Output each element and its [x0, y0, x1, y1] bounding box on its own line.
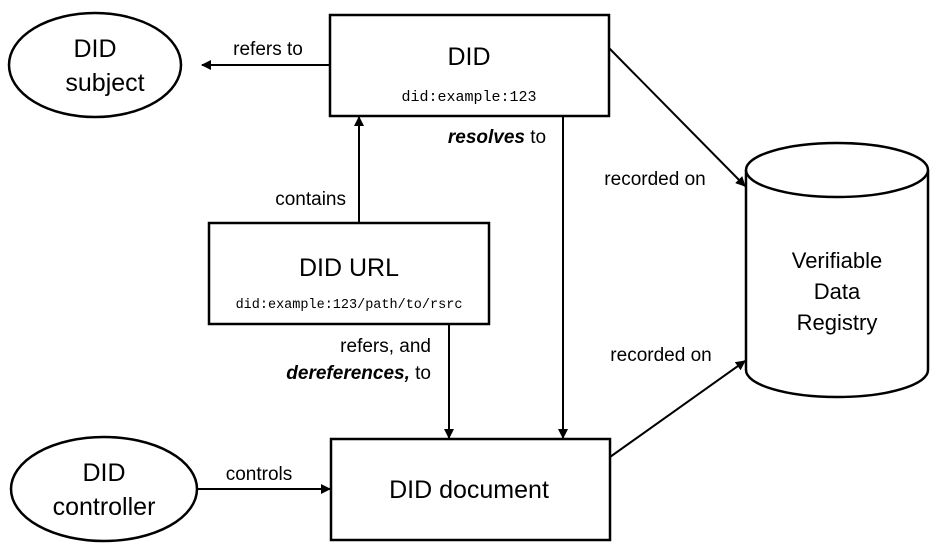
did-controller-line1: DID — [82, 459, 125, 487]
did-recorded-on-arrow — [608, 47, 746, 187]
did-url-node: DID URL did:example:123/path/to/rsrc — [207, 221, 491, 326]
dereferences-rest-text: to — [410, 363, 431, 384]
did-subject-line2: subject — [65, 69, 144, 97]
registry-line3: Registry — [797, 310, 878, 335]
registry-line1: Verifiable — [792, 248, 883, 273]
did-example: did:example:123 — [401, 89, 536, 106]
did-document-node: DID document — [329, 437, 612, 542]
registry-line2: Data — [814, 279, 861, 304]
registry-cylinder-top — [744, 141, 930, 199]
refers-and-label: refers, and — [340, 336, 431, 357]
did-title: DID — [447, 43, 490, 71]
dereferences-bold-text: dereferences, — [286, 363, 410, 384]
resolves-to-label: resolves to — [448, 127, 546, 148]
contains-label: contains — [275, 189, 346, 210]
did-box — [328, 13, 611, 118]
refers-to-label: refers to — [233, 39, 303, 60]
controls-label: controls — [226, 464, 293, 485]
dereferences-to-label: dereferences, to — [286, 363, 431, 384]
did-url-example: did:example:123/path/to/rsrc — [236, 298, 463, 313]
did-controller-line2: controller — [53, 493, 156, 521]
recorded-on-bottom-label: recorded on — [610, 345, 711, 366]
did-node: DID did:example:123 — [328, 13, 611, 118]
did-url-box — [207, 221, 491, 326]
resolves-rest-text: to — [525, 127, 546, 148]
did-subject-ellipse — [7, 11, 183, 119]
recorded-on-top-label: recorded on — [604, 169, 705, 190]
document-recorded-on-arrow — [609, 360, 746, 458]
did-url-title: DID URL — [299, 254, 399, 282]
did-document-box — [329, 437, 612, 542]
did-subject-line1: DID — [73, 35, 116, 63]
registry-node: Verifiable Data Registry — [744, 141, 930, 399]
did-controller-node: DID controller — [9, 435, 199, 543]
resolves-bold-text: resolves — [448, 127, 525, 148]
registry-cylinder-body — [744, 170, 930, 399]
did-document-title: DID document — [389, 476, 549, 504]
did-subject-node: DID subject — [7, 11, 183, 119]
did-controller-ellipse — [9, 435, 199, 543]
